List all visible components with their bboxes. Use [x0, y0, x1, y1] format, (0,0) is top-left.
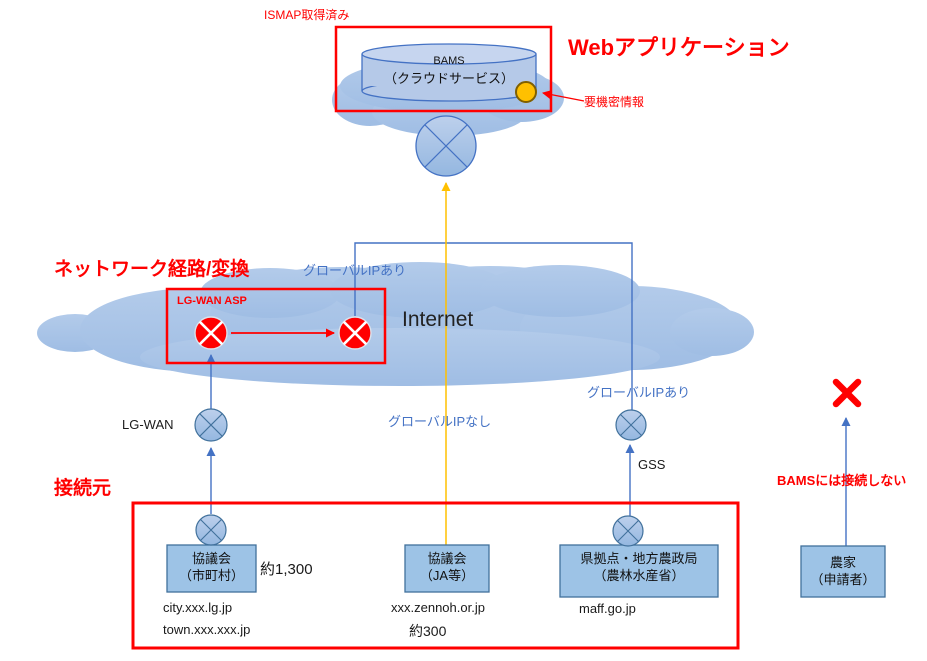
muni-domain-1: city.xxx.lg.jp: [163, 600, 233, 615]
council-ja-name: 協議会: [427, 551, 467, 566]
council-muni-label: 協議会 （市町村）: [167, 550, 256, 584]
farmer-label: 農家 （申請者）: [801, 554, 885, 588]
lgwan-asp-label: LG-WAN ASP: [177, 295, 247, 307]
bams-name-label: BAMS: [433, 55, 465, 67]
asp-nat-node-left-icon: [194, 316, 228, 350]
web-app-highlight-box: [334, 25, 553, 113]
confidential-data-dot-icon: [515, 81, 537, 103]
maff-box: [559, 544, 719, 598]
internet-label: Internet: [402, 308, 474, 331]
sources-section-title: 接続元: [54, 478, 112, 499]
network-nodes: [194, 408, 647, 547]
sources-highlight-box: [131, 501, 740, 650]
farmer-sub: （申請者）: [810, 572, 876, 587]
lgwan-node-icon: [194, 408, 228, 442]
confidential-label: 要機密情報: [584, 95, 645, 109]
source-boxes: [166, 544, 886, 598]
global-ip-yes-right-label: グローバルIPあり: [587, 385, 691, 400]
bams-gateway-node-icon: [415, 115, 477, 177]
ja-domain: xxx.zennoh.or.jp: [391, 600, 485, 615]
council-muni-sub: （市町村）: [178, 568, 244, 583]
maff-label: 県拠点・地方農政局 （農林水産省）: [560, 550, 718, 584]
network-section-title: ネットワーク経路/変換: [54, 259, 250, 280]
farmer-no-connect-label: BAMSには接続しない: [777, 473, 907, 488]
council-ja-count: 約300: [409, 623, 447, 639]
asp-nat-node-right-icon: [338, 316, 372, 350]
maff-edge-node-icon: [612, 515, 644, 547]
farmer-name: 農家: [829, 555, 856, 570]
council-ja-sub: （JA等）: [419, 568, 475, 583]
council-ja-box: [404, 544, 490, 593]
internet-cloud: [37, 262, 754, 386]
muni-domain-2: town.xxx.xxx.jp: [163, 622, 251, 637]
maff-domain: maff.go.jp: [579, 601, 636, 616]
global-ip-route-line: [354, 242, 633, 411]
farmer-box: [800, 545, 886, 598]
maff-name: 県拠点・地方農政局: [580, 551, 698, 566]
council-muni-count: 約1,300: [260, 561, 313, 578]
lgwan-label: LG-WAN: [122, 417, 174, 432]
council-ja-label: 協議会 （JA等）: [405, 550, 489, 584]
no-connection-x-icon: [832, 378, 862, 408]
bams-type-label: （クラウドサービス）: [383, 71, 514, 86]
connection-lines: [206, 90, 851, 547]
gss-label: GSS: [638, 457, 666, 472]
ismap-certified-label: ISMAP取得済み: [264, 8, 350, 22]
maff-sub: （農林水産省）: [593, 568, 685, 583]
gss-node-icon: [615, 409, 647, 441]
council-muni-name: 協議会: [191, 551, 231, 566]
lgwan-asp-highlight-box: [165, 287, 387, 365]
bams-cylinder: [361, 43, 537, 102]
muni-edge-node-icon: [195, 514, 227, 546]
global-ip-no-label: グローバルIPなし: [388, 414, 492, 429]
global-ip-yes-top-label: グローバルIPあり: [303, 263, 407, 278]
web-app-title: Webアプリケーション: [568, 35, 790, 60]
